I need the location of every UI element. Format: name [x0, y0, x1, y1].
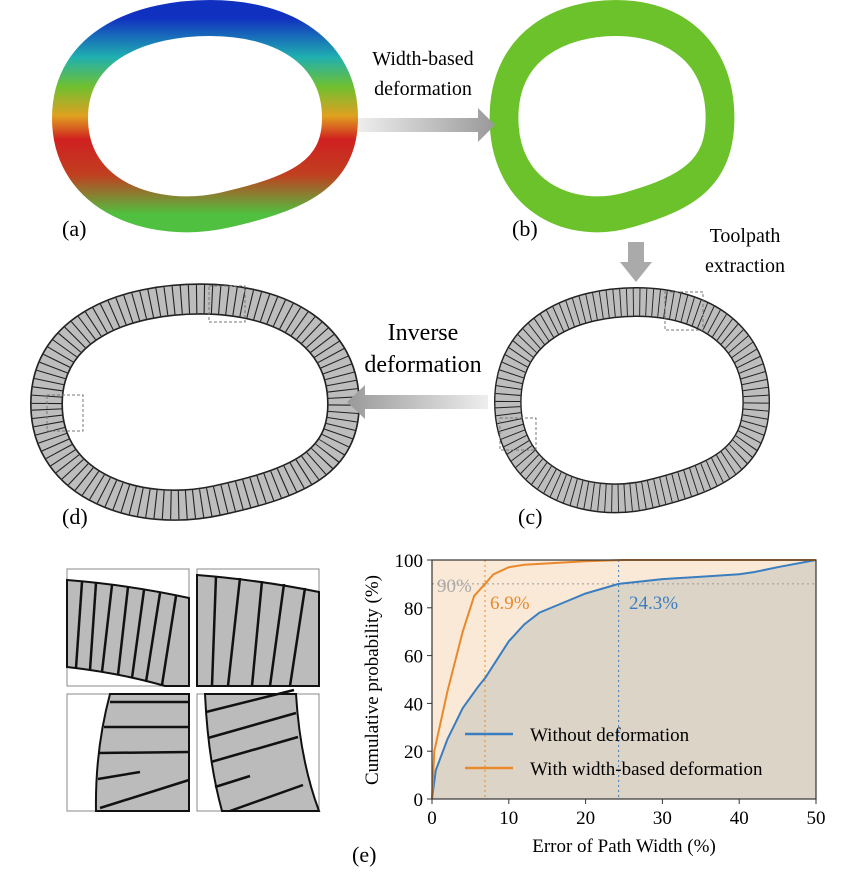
inset-grid [66, 568, 321, 813]
x-tick-label: 50 [807, 808, 826, 829]
y-tick-label: 20 [404, 742, 423, 763]
inset-top-right [196, 568, 320, 687]
zoom-box [208, 285, 246, 323]
ring-a-stress-map [70, 18, 340, 214]
panel-label-e: (e) [352, 842, 376, 867]
arrow-left [347, 385, 488, 419]
cdf-chart: 0 10 20 30 40 50 0 20 40 60 80 100 90% 6.9% 24.3% W… [362, 551, 826, 857]
x-tick-label: 10 [499, 808, 518, 829]
arrow-right [358, 108, 495, 142]
panel-label-a: (a) [62, 216, 86, 241]
arrow-label-bc-1: Toolpath [710, 225, 781, 247]
inset-bottom-left [66, 693, 190, 812]
y-tick-label: 100 [395, 551, 424, 572]
x-axis-label: Error of Path Width (%) [532, 836, 716, 857]
y-tick-label: 60 [404, 647, 423, 668]
annotation-threshold: 90% [437, 576, 472, 597]
arrow-label-ab-1: Width-based [372, 48, 473, 70]
y-tick-label: 80 [404, 599, 423, 620]
inset-bottom-right [196, 688, 321, 813]
x-tick-label: 20 [576, 808, 595, 829]
zoom-box [46, 394, 84, 432]
y-tick-label: 40 [404, 694, 423, 715]
arrow-label-cd-1: Inverse [388, 320, 459, 346]
annotation-blue: 24.3% [629, 593, 678, 614]
area-under-blue [432, 560, 816, 799]
panel-label-c: (c) [518, 504, 542, 529]
legend-label-blue: Without deformation [530, 725, 690, 746]
arrow-down [620, 242, 652, 282]
zoom-box [499, 417, 537, 451]
panel-label-d: (d) [62, 504, 88, 529]
series-line-with-deformation [431, 559, 816, 800]
y-axis-label: Cumulative probability (%) [362, 575, 383, 785]
x-tick-label: 30 [653, 808, 672, 829]
x-tick-label: 0 [427, 808, 437, 829]
arrow-label-ab-2: deformation [374, 78, 472, 100]
y-tick-label: 0 [414, 790, 424, 811]
x-tick-label: 40 [730, 808, 749, 829]
legend-label-orange: With width-based deformation [530, 759, 763, 780]
ring-b-deformed [504, 18, 720, 214]
annotation-orange: 6.9% [490, 593, 530, 614]
arrow-label-bc-2: extraction [705, 255, 785, 277]
series-line-without-deformation [431, 559, 817, 800]
ring-c-toolpath [508, 302, 756, 498]
arrow-label-cd-2: deformation [364, 352, 481, 378]
inset-top-left [66, 568, 190, 687]
zoom-box [664, 291, 704, 331]
ring-d-final-toolpath [46, 299, 343, 505]
panel-label-b: (b) [512, 216, 538, 241]
plot-frame [431, 559, 817, 800]
